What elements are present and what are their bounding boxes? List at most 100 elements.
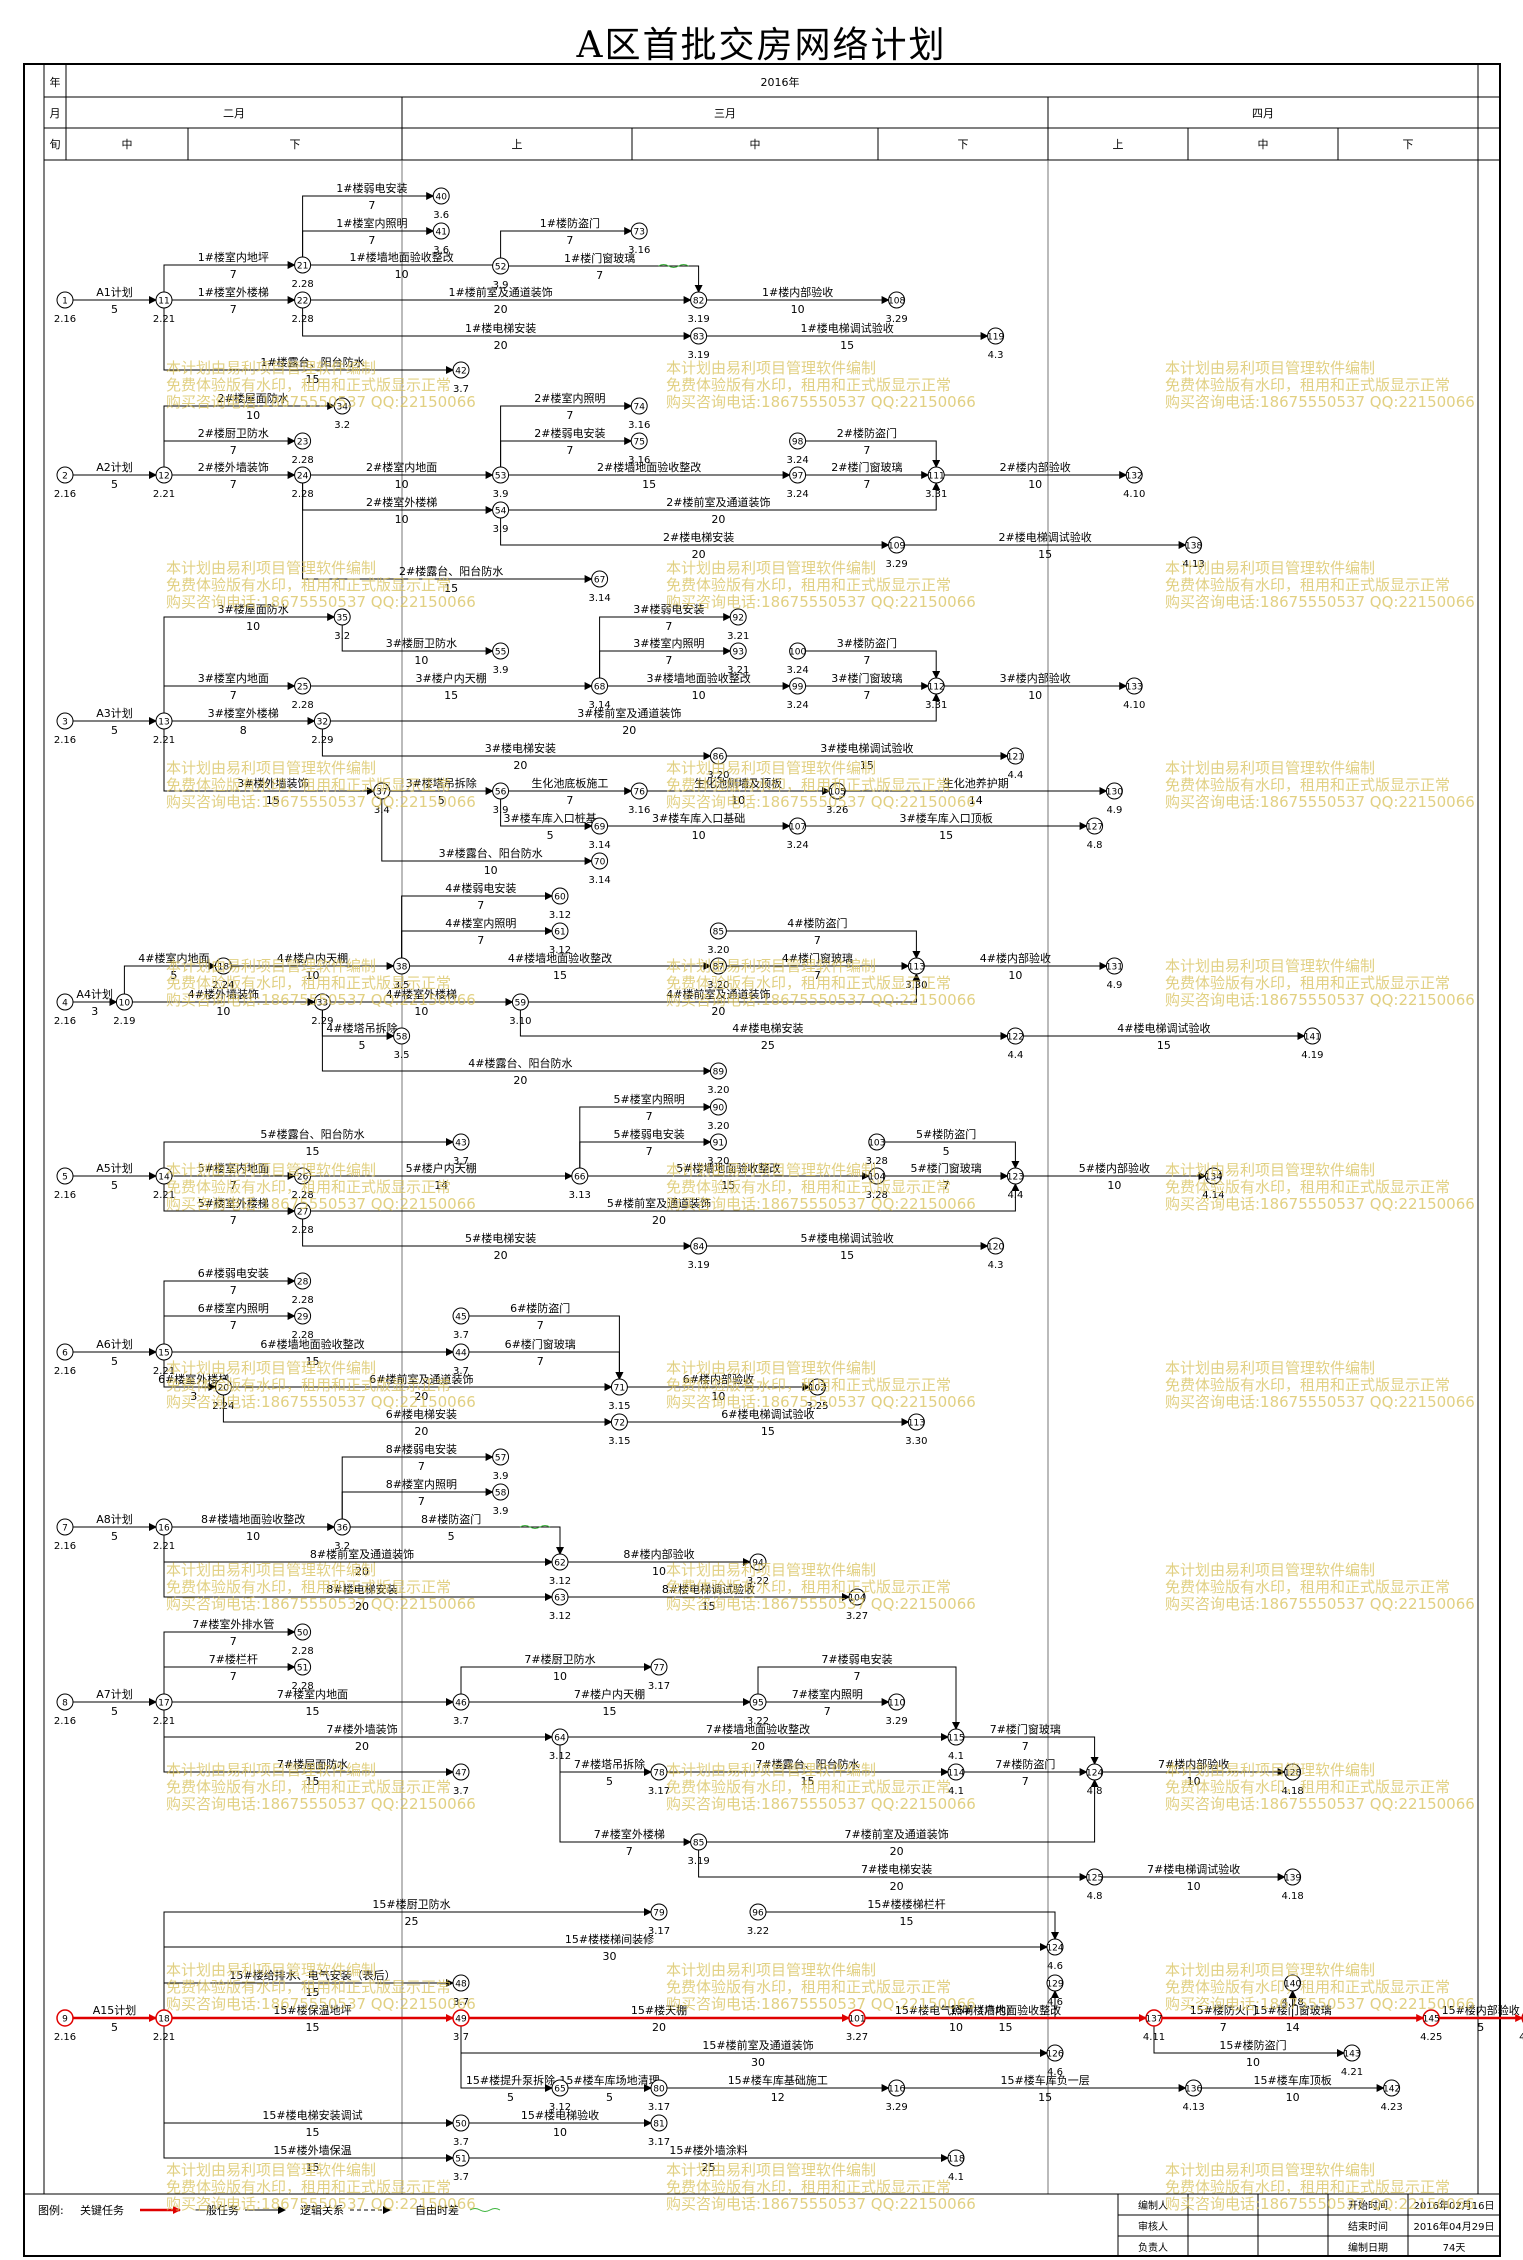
event-node — [452, 2149, 470, 2167]
task-name: 15#楼提升泵拆除 — [466, 2073, 555, 2087]
event-node-number: 25 — [297, 683, 308, 693]
event-node-date: 2.16 — [54, 1366, 76, 1377]
task-name: 1#楼墙地面验收整改 — [349, 250, 453, 264]
event-node-number: 132 — [1126, 472, 1143, 482]
event-node-number: 136 — [1185, 2085, 1202, 2095]
event-node-number: 85 — [713, 928, 724, 938]
task-duration: 25 — [702, 2161, 716, 2174]
event-node-number: 14 — [158, 1173, 170, 1183]
event-node — [56, 1693, 74, 1711]
task-name: A15计划 — [93, 2004, 137, 2017]
task-name: 15#楼车库场地清理 — [559, 2073, 659, 2087]
task-name: 1#楼门窗玻璃 — [564, 251, 635, 265]
event-node-number: 114 — [947, 1769, 964, 1779]
event-node — [1303, 1027, 1321, 1045]
task-duration: 10 — [395, 513, 409, 526]
event-node-number: 80 — [653, 2085, 665, 2095]
event-node-date: 3.20 — [707, 1121, 729, 1132]
event-node-number: 77 — [653, 1664, 664, 1674]
task-duration: 15 — [1038, 548, 1052, 561]
free-float-wave — [519, 1525, 551, 1529]
event-node-date: 2.21 — [153, 1190, 175, 1201]
event-node-number: 124 — [1086, 1769, 1103, 1779]
event-node-number: 123 — [1007, 1173, 1024, 1183]
task-duration: 7 — [230, 1319, 237, 1332]
event-node-number: 139 — [1284, 1874, 1301, 1884]
event-node-date: 4.8 — [1087, 1786, 1103, 1797]
event-node-number: 112 — [928, 683, 945, 693]
event-node-date: 4.4 — [1007, 770, 1023, 781]
task-arrow — [222, 1395, 613, 1426]
month-cell: 三月 — [714, 107, 736, 120]
task-name: 2#楼前室及通道装饰 — [666, 495, 770, 509]
task-duration: 7 — [626, 1845, 633, 1858]
task-arrow — [321, 729, 712, 760]
task-arrow — [163, 261, 296, 292]
task-duration: 15 — [306, 1145, 320, 1158]
task-arrow — [508, 265, 703, 293]
task-duration: 5 — [507, 2091, 514, 2104]
task-name: 5#楼内部验收 — [1079, 1161, 1150, 1175]
task-arrow — [460, 1663, 652, 1694]
task-duration: 15 — [840, 1249, 854, 1262]
task-duration: 10 — [246, 409, 260, 422]
task-name: 2#楼内部验收 — [1000, 460, 1071, 474]
event-node — [452, 1763, 470, 1781]
event-node-number: 4 — [62, 999, 68, 1009]
task-name: 5#楼露台、阳台防水 — [260, 1127, 364, 1141]
event-node-date: 2.28 — [291, 1646, 313, 1657]
event-node-date: 2.21 — [153, 1366, 175, 1377]
info-key: 编制人 — [1138, 2199, 1168, 2212]
task-duration: 10 — [484, 864, 498, 877]
event-node-number: 133 — [1126, 683, 1143, 693]
task-name: 7#楼露台、阳台防水 — [755, 1757, 859, 1771]
event-node — [610, 1413, 628, 1431]
task-duration: 7 — [537, 1319, 544, 1332]
event-node-number: 58 — [495, 1489, 507, 1499]
task-duration: 7 — [230, 1179, 237, 1192]
event-node-date: 3.29 — [885, 1716, 907, 1727]
event-node-date: 2.21 — [153, 1541, 175, 1552]
event-node-date: 3.15 — [608, 1436, 630, 1447]
task-arrow — [163, 1979, 454, 2010]
event-node — [1046, 1974, 1064, 1992]
task-duration: 7 — [566, 794, 573, 807]
task-name: 15#楼保温地坪 — [273, 2003, 351, 2017]
task-name: 15#楼外墙保温 — [273, 2143, 351, 2157]
event-node — [591, 852, 609, 870]
event-node-date: 2.28 — [291, 279, 313, 290]
task-duration: 25 — [405, 1915, 419, 1928]
task-name: 生化池底板施工 — [531, 776, 608, 790]
event-node-date: 4.10 — [1123, 489, 1145, 500]
event-node-date: 2.28 — [291, 489, 313, 500]
task-duration: 10 — [553, 2126, 567, 2139]
info-key: 审核人 — [1138, 2220, 1168, 2233]
event-node-number: 9 — [62, 2015, 68, 2025]
task-name: 4#楼墙地面验收整改 — [508, 951, 612, 965]
event-node-number: 113 — [908, 963, 925, 973]
task-arrow — [163, 1710, 454, 1776]
task-duration: 25 — [761, 1039, 775, 1052]
task-duration: 7 — [230, 1670, 237, 1683]
event-node-date: 3.25 — [806, 1401, 828, 1412]
event-node-number: 24 — [297, 472, 309, 482]
event-node-number: 47 — [455, 1769, 466, 1779]
event-node-date: 3.14 — [588, 593, 610, 604]
task-duration: 10 — [711, 1390, 725, 1403]
task-duration: 15 — [306, 1355, 320, 1368]
task-name: 3#楼内部验收 — [1000, 671, 1071, 685]
task-duration: 15 — [603, 1705, 617, 1718]
event-node-date: 2.21 — [153, 489, 175, 500]
task-duration: 10 — [306, 969, 320, 982]
task-arrow — [726, 930, 921, 959]
task-arrow — [805, 440, 941, 468]
info-value: 2016年04月29日 — [1414, 2220, 1495, 2233]
event-node — [452, 1693, 470, 1711]
event-node-number: 131 — [1106, 963, 1123, 973]
task-duration: 10 — [553, 1670, 567, 1683]
task-name: 4#楼门窗玻璃 — [782, 951, 853, 965]
event-node-number: 56 — [495, 788, 507, 798]
task-duration: 5 — [111, 724, 118, 737]
task-duration: 7 — [230, 1214, 237, 1227]
legend-logic-label: 逻辑关系 — [300, 2203, 344, 2217]
